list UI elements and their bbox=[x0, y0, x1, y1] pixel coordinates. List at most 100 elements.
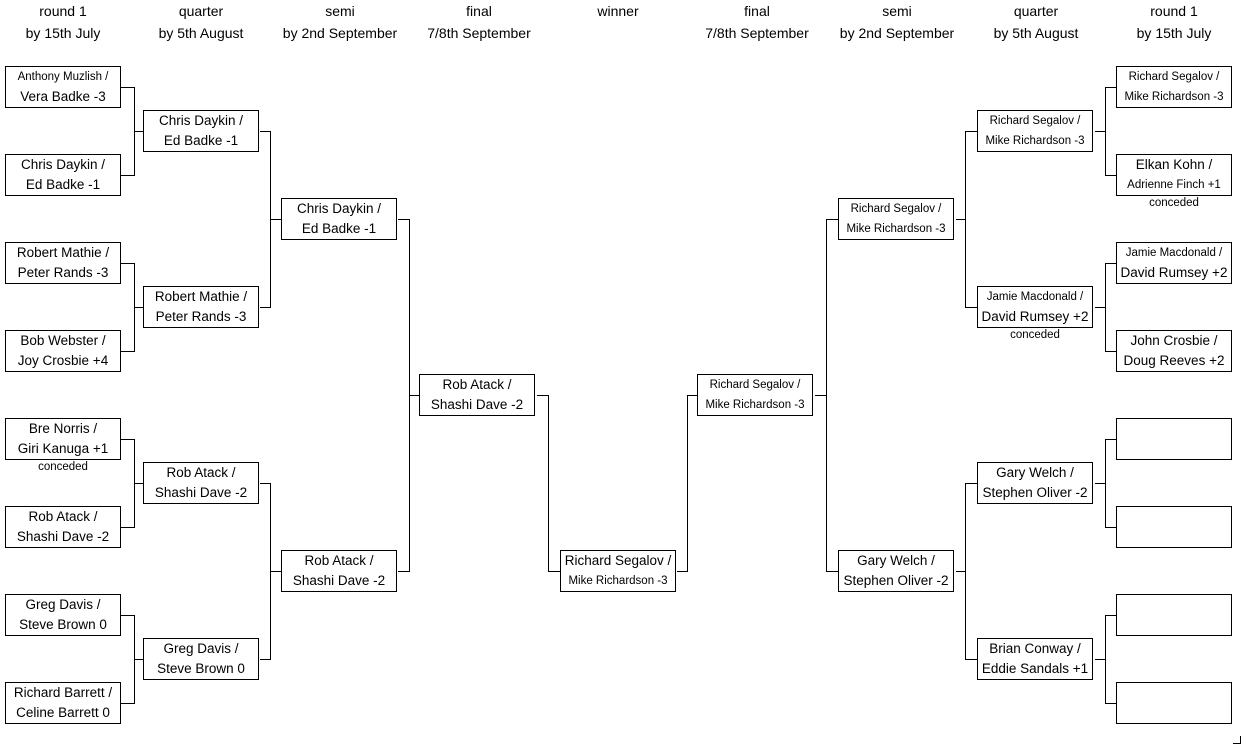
right-round1-match-8-empty bbox=[1116, 682, 1232, 724]
team-line-1: Jamie Macdonald / bbox=[1125, 247, 1223, 259]
header-deadline: by 5th August bbox=[993, 25, 1079, 41]
team-line-1: Chris Daykin / bbox=[296, 201, 382, 216]
team-line-2: Ed Badke -1 bbox=[301, 221, 377, 236]
team-line-2: Mike Richardson -3 bbox=[705, 399, 805, 411]
team-line-2: David Rumsey +2 bbox=[981, 309, 1089, 324]
header-title: final bbox=[744, 3, 770, 19]
left-round1-match-6: Rob Atack / Shashi Dave -2 bbox=[5, 506, 121, 548]
team-line-1: Elkan Kohn / bbox=[1135, 157, 1213, 172]
team-line-1: Richard Segalov / bbox=[709, 379, 801, 391]
team-line-1: Robert Mathie / bbox=[16, 245, 110, 260]
team-line-1: Greg Davis / bbox=[25, 597, 101, 612]
left-round1-match-7: Greg Davis / Steve Brown 0 bbox=[5, 594, 121, 636]
team-line-2: Joy Crosbie +4 bbox=[17, 353, 109, 368]
team-line-2: Vera Badke -3 bbox=[20, 89, 106, 104]
right-quarter-match-3: Gary Welch / Stephen Oliver -2 bbox=[977, 462, 1093, 504]
team-line-2: Eddie Sandals +1 bbox=[981, 661, 1089, 676]
right-semi-match-1: Richard Segalov / Mike Richardson -3 bbox=[838, 198, 954, 240]
header-deadline: by 5th August bbox=[158, 25, 244, 41]
column-header-right-final: final 7/8th September bbox=[687, 0, 827, 44]
left-semi-match-1: Chris Daykin / Ed Badke -1 bbox=[281, 198, 397, 240]
right-round1-match-1: Richard Segalov / Mike Richardson -3 bbox=[1116, 66, 1232, 108]
header-deadline: by 2nd September bbox=[839, 25, 955, 41]
team-line-2: Mike Richardson -3 bbox=[846, 223, 946, 235]
column-header-right-round1: round 1 by 15th July bbox=[1104, 0, 1244, 44]
team-line-1: Gary Welch / bbox=[996, 465, 1074, 480]
right-final-match: Richard Segalov / Mike Richardson -3 bbox=[697, 374, 813, 416]
left-round1-match-4: Bob Webster / Joy Crosbie +4 bbox=[5, 330, 121, 372]
conceded-note: conceded bbox=[1149, 197, 1199, 209]
team-line-1: Greg Davis / bbox=[163, 641, 239, 656]
header-title: round 1 bbox=[1150, 3, 1198, 19]
header-deadline: by 15th July bbox=[1136, 25, 1212, 41]
team-line-2: Mike Richardson -3 bbox=[985, 135, 1085, 147]
corner-mark bbox=[1233, 736, 1241, 744]
team-line-2: Steve Brown 0 bbox=[19, 617, 107, 632]
left-round1-match-1: Anthony Muzlish / Vera Badke -3 bbox=[5, 66, 121, 108]
header-title: final bbox=[466, 3, 492, 19]
left-round1-match-5: Bre Norris / Giri Kanuga +1 bbox=[5, 418, 121, 460]
team-line-2: Ed Badke -1 bbox=[163, 133, 239, 148]
team-line-1: Gary Welch / bbox=[857, 553, 935, 568]
team-line-1: Richard Segalov / bbox=[1128, 71, 1220, 83]
header-title: winner bbox=[597, 3, 639, 19]
team-line-2: Stephen Oliver -2 bbox=[982, 485, 1088, 500]
right-quarter-match-1: Richard Segalov / Mike Richardson -3 bbox=[977, 110, 1093, 152]
left-final-match: Rob Atack / Shashi Dave -2 bbox=[419, 374, 535, 416]
header-title: quarter bbox=[178, 3, 224, 19]
header-deadline: 7/8th September bbox=[427, 25, 531, 41]
team-line-1: Richard Segalov / bbox=[850, 203, 942, 215]
team-line-2: Shashi Dave -2 bbox=[292, 573, 386, 588]
left-round1-match-3: Robert Mathie / Peter Rands -3 bbox=[5, 242, 121, 284]
team-line-1: Chris Daykin / bbox=[20, 157, 106, 172]
left-semi-match-2: Rob Atack / Shashi Dave -2 bbox=[281, 550, 397, 592]
team-line-2: Shashi Dave -2 bbox=[16, 529, 110, 544]
team-line-1: Rob Atack / bbox=[304, 553, 374, 568]
left-quarter-match-3: Rob Atack / Shashi Dave -2 bbox=[143, 462, 259, 504]
team-line-1: Bre Norris / bbox=[28, 421, 98, 436]
team-line-2: Stephen Oliver -2 bbox=[843, 573, 949, 588]
header-title: round 1 bbox=[39, 3, 87, 19]
team-line-2: Mike Richardson -3 bbox=[1124, 91, 1224, 103]
right-round1-match-2: Elkan Kohn / Adrienne Finch +1 bbox=[1116, 154, 1232, 196]
right-round1-match-5-empty bbox=[1116, 418, 1232, 460]
team-line-1: Rob Atack / bbox=[442, 377, 512, 392]
header-deadline: by 15th July bbox=[25, 25, 101, 41]
header-title: quarter bbox=[1013, 3, 1059, 19]
team-line-1: Richard Segalov / bbox=[564, 553, 672, 568]
header-title: semi bbox=[325, 3, 355, 19]
header-title: semi bbox=[882, 3, 912, 19]
column-header-right-semi: semi by 2nd September bbox=[827, 0, 967, 44]
left-quarter-match-2: Robert Mathie / Peter Rands -3 bbox=[143, 286, 259, 328]
team-line-2: Peter Rands -3 bbox=[17, 265, 109, 280]
team-line-1: Rob Atack / bbox=[28, 509, 98, 524]
column-header-left-final: final 7/8th September bbox=[409, 0, 549, 44]
team-line-1: Robert Mathie / bbox=[154, 289, 248, 304]
winner-box: Richard Segalov / Mike Richardson -3 bbox=[560, 550, 676, 592]
left-round1-match-8: Richard Barrett / Celine Barrett 0 bbox=[5, 682, 121, 724]
right-round1-match-4: John Crosbie / Doug Reeves +2 bbox=[1116, 330, 1232, 372]
header-deadline: by 2nd September bbox=[282, 25, 398, 41]
right-quarter-match-4: Brian Conway / Eddie Sandals +1 bbox=[977, 638, 1093, 680]
column-header-right-quarter: quarter by 5th August bbox=[966, 0, 1106, 44]
team-line-2: Steve Brown 0 bbox=[157, 661, 245, 676]
conceded-note: conceded bbox=[1010, 329, 1060, 341]
column-header-winner: winner bbox=[548, 0, 688, 22]
conceded-note: conceded bbox=[38, 461, 88, 473]
team-line-1: Chris Daykin / bbox=[158, 113, 244, 128]
team-line-2: Shashi Dave -2 bbox=[430, 397, 524, 412]
left-round1-match-2: Chris Daykin / Ed Badke -1 bbox=[5, 154, 121, 196]
team-line-1: Brian Conway / bbox=[989, 641, 1081, 656]
right-round1-match-3: Jamie Macdonald / David Rumsey +2 bbox=[1116, 242, 1232, 284]
team-line-1: Bob Webster / bbox=[20, 333, 106, 348]
team-line-2: Giri Kanuga +1 bbox=[17, 441, 109, 456]
team-line-2: Celine Barrett 0 bbox=[16, 705, 110, 720]
team-line-1: Richard Segalov / bbox=[989, 115, 1081, 127]
team-line-2: Adrienne Finch +1 bbox=[1127, 179, 1221, 191]
team-line-2: Ed Badke -1 bbox=[25, 177, 101, 192]
right-semi-match-2: Gary Welch / Stephen Oliver -2 bbox=[838, 550, 954, 592]
team-line-1: Jamie Macdonald / bbox=[986, 291, 1084, 303]
team-line-1: Rob Atack / bbox=[166, 465, 236, 480]
team-line-1: Richard Barrett / bbox=[13, 685, 113, 700]
